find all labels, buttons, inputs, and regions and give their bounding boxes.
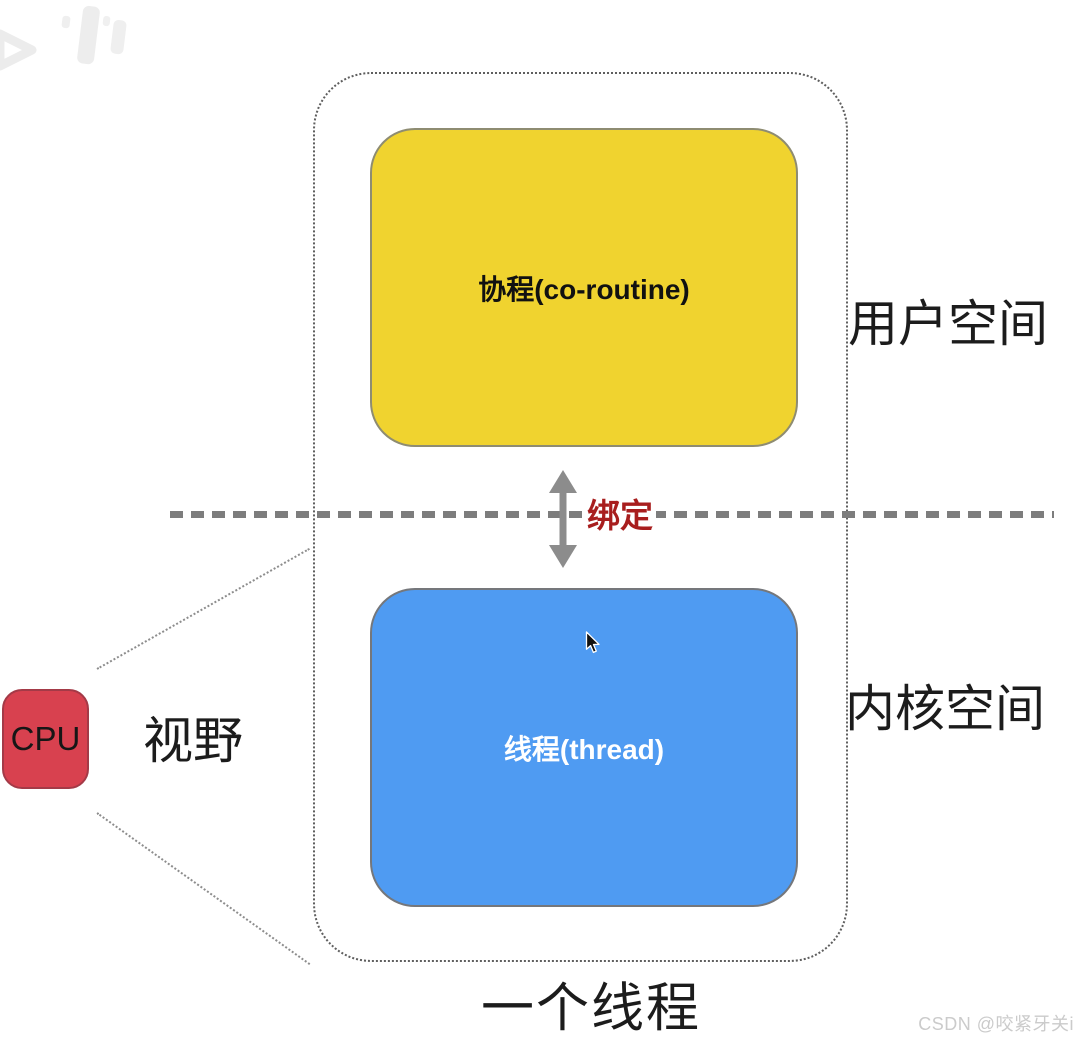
bilibili-watermark-icon (0, 5, 127, 71)
sight-line-bottom (96, 812, 311, 966)
cpu-node: CPU (2, 689, 89, 789)
thread-label: 线程(thread) (503, 733, 665, 765)
csdn-watermark: CSDN @咬紧牙关i (918, 1014, 1074, 1034)
coroutine-label: 协程(co-routine) (478, 273, 690, 305)
one-thread-caption: 一个线程 (481, 979, 701, 1038)
sight-line-top (96, 547, 310, 670)
coroutine-node: 协程(co-routine) (370, 128, 798, 447)
kernel-space-label: 内核空间 (845, 681, 1045, 737)
view-label: 视野 (143, 713, 243, 769)
bind-double-arrow-icon (549, 470, 577, 568)
mouse-cursor-icon (585, 631, 600, 654)
cpu-label: CPU (10, 720, 81, 757)
user-space-label: 用户空间 (848, 296, 1048, 352)
bind-label: 绑定 (584, 495, 656, 537)
thread-node: 线程(thread) (370, 588, 798, 907)
